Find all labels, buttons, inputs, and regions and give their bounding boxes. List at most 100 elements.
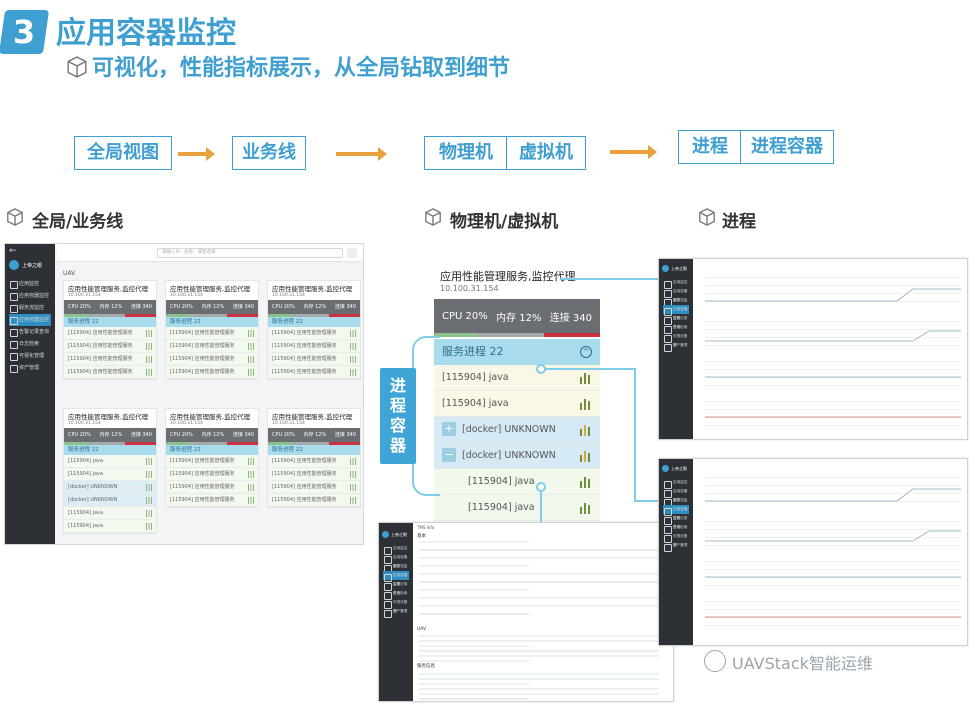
bar-chart-icon[interactable] [146, 484, 152, 491]
process-row[interactable]: [115904] 应用性能管理服务 [166, 481, 258, 494]
bar-chart-icon[interactable] [248, 369, 254, 376]
bar-chart-icon[interactable] [146, 523, 152, 530]
bar-chart-icon[interactable] [146, 369, 152, 376]
sidebar-item[interactable]: 服务流监控 [663, 296, 689, 311]
sidebar-item[interactable]: 应用监控 [9, 278, 51, 290]
sidebar-item[interactable]: 告警记录查询 [9, 326, 51, 338]
process-row[interactable]: [115904] 应用性能管理服务 [166, 353, 258, 366]
process-row[interactable]: [115904] 应用性能管理服务 [166, 366, 258, 379]
process-row[interactable]: [115904] java [434, 391, 600, 417]
sidebar-item[interactable]: 可视化管理 [663, 532, 689, 547]
collapse-icon[interactable]: ^ [580, 346, 592, 358]
sidebar-item[interactable]: 告警记录查询 [663, 314, 689, 329]
minus-icon[interactable]: − [442, 447, 456, 462]
sidebar-item[interactable]: 应用容器监控 [383, 571, 409, 586]
sidebar-item[interactable]: 告警记录查询 [663, 514, 689, 529]
bar-chart-icon[interactable] [350, 471, 356, 478]
bar-chart-icon[interactable] [350, 330, 356, 337]
process-row[interactable]: [115904] 应用性能管理服务 [166, 340, 258, 353]
bar-chart-icon[interactable] [248, 356, 254, 363]
bar-chart-icon[interactable] [248, 484, 254, 491]
process-row[interactable]: [115904] 应用性能管理服务 [64, 327, 156, 340]
process-row[interactable]: [docker] UNKNOWN [64, 481, 156, 494]
process-row[interactable]: [115904] 应用性能管理服务 [268, 468, 360, 481]
process-row[interactable]: [115904] 应用性能管理服务 [268, 366, 360, 379]
process-row[interactable]: −[docker] UNKNOWN [434, 443, 600, 469]
bar-chart-icon[interactable] [350, 484, 356, 491]
sidebar-item[interactable]: 应用容器监控 [383, 553, 409, 568]
sidebar-item[interactable]: 可视化管理 [9, 350, 51, 362]
bar-chart-icon[interactable] [580, 476, 592, 488]
process-row[interactable]: +[docker] UNKNOWN [434, 417, 600, 443]
process-row[interactable]: [115904] java [64, 455, 156, 468]
sidebar-item[interactable]: 应用容器监控 [663, 505, 689, 520]
bar-chart-icon[interactable] [350, 343, 356, 350]
sidebar-item[interactable]: 应用监控 [663, 278, 689, 289]
sidebar-item[interactable]: 资产管理 [383, 607, 409, 618]
process-row[interactable]: [115904] 应用性能管理服务 [268, 353, 360, 366]
bar-chart-icon[interactable] [146, 471, 152, 478]
sidebar-item[interactable]: 服务流监控 [9, 302, 51, 314]
sidebar-item[interactable]: 日志检索 [663, 523, 689, 534]
sidebar-item[interactable]: 应用容器监控 [663, 487, 689, 502]
bar-chart-icon[interactable] [350, 356, 356, 363]
bar-chart-icon[interactable] [146, 356, 152, 363]
bar-chart-icon[interactable] [580, 372, 592, 384]
process-row[interactable]: [115904] 应用性能管理服务 [166, 494, 258, 507]
service-process-row[interactable]: 服务进程 22 [268, 445, 360, 455]
bar-chart-icon[interactable] [248, 497, 254, 504]
sidebar-item[interactable]: 资产管理 [9, 362, 51, 374]
service-process-row[interactable]: 服务进程 22 [64, 317, 156, 327]
process-row[interactable]: [115904] 应用性能管理服务 [268, 340, 360, 353]
sidebar-item[interactable]: 资产管理 [663, 341, 689, 352]
process-row[interactable]: [115904] java [434, 495, 600, 521]
bar-chart-icon[interactable] [248, 343, 254, 350]
sidebar-item[interactable]: 资产管理 [663, 541, 689, 552]
bar-chart-icon[interactable] [248, 330, 254, 337]
bar-chart-icon[interactable] [146, 343, 152, 350]
process-row[interactable]: [115904] 应用性能管理服务 [166, 327, 258, 340]
sidebar-item[interactable]: 应用容器监控 [9, 314, 51, 326]
bar-chart-icon[interactable] [146, 458, 152, 465]
search-icon[interactable] [347, 248, 357, 258]
sidebar-item[interactable]: 可视化管理 [663, 332, 689, 347]
process-row[interactable]: [115904] 应用性能管理服务 [64, 340, 156, 353]
bar-chart-icon[interactable] [146, 510, 152, 517]
bar-chart-icon[interactable] [580, 398, 592, 410]
back-arrow-icon[interactable]: ← [9, 246, 17, 256]
host-card[interactable]: 应用性能管理服务,监控代理 10.100.31.154 CPU 20% 内存 1… [434, 264, 600, 521]
bar-chart-icon[interactable] [350, 497, 356, 504]
process-row[interactable]: [115904] java [64, 520, 156, 533]
process-row[interactable]: [115904] 应用性能管理服务 [268, 327, 360, 340]
service-process-row[interactable]: 服务进程 22 [64, 445, 156, 455]
process-row[interactable]: [115904] java [64, 468, 156, 481]
sidebar-item[interactable]: 应用监控 [383, 544, 409, 555]
process-row[interactable]: [115904] 应用性能管理服务 [166, 455, 258, 468]
sidebar-item[interactable]: 应用监控 [663, 478, 689, 489]
process-row[interactable]: [115904] java [434, 469, 600, 495]
service-process-row[interactable]: 服务进程 22 ^ [434, 339, 600, 365]
plus-icon[interactable]: + [442, 421, 456, 436]
service-process-row[interactable]: 服务进程 22 [166, 445, 258, 455]
sidebar-item[interactable]: 可视化管理 [383, 598, 409, 613]
process-row[interactable]: [115904] 应用性能管理服务 [268, 455, 360, 468]
bar-chart-icon[interactable] [248, 471, 254, 478]
search-input[interactable]: 请输入IP、名称、或者选择 [157, 248, 343, 258]
service-process-row[interactable]: 服务进程 22 [166, 317, 258, 327]
process-row[interactable]: [115904] 应用性能管理服务 [166, 468, 258, 481]
bar-chart-icon[interactable] [146, 330, 152, 337]
sidebar-item[interactable]: 日志检索 [9, 338, 51, 350]
bar-chart-icon[interactable] [580, 450, 592, 462]
sidebar-item[interactable]: 服务流监控 [383, 562, 409, 577]
bar-chart-icon[interactable] [580, 424, 592, 436]
process-row[interactable]: [115904] 应用性能管理服务 [268, 481, 360, 494]
bar-chart-icon[interactable] [350, 458, 356, 465]
process-row[interactable]: [115904] java [64, 507, 156, 520]
process-row[interactable]: [115904] 应用性能管理服务 [268, 494, 360, 507]
service-process-row[interactable]: 服务进程 22 [268, 317, 360, 327]
